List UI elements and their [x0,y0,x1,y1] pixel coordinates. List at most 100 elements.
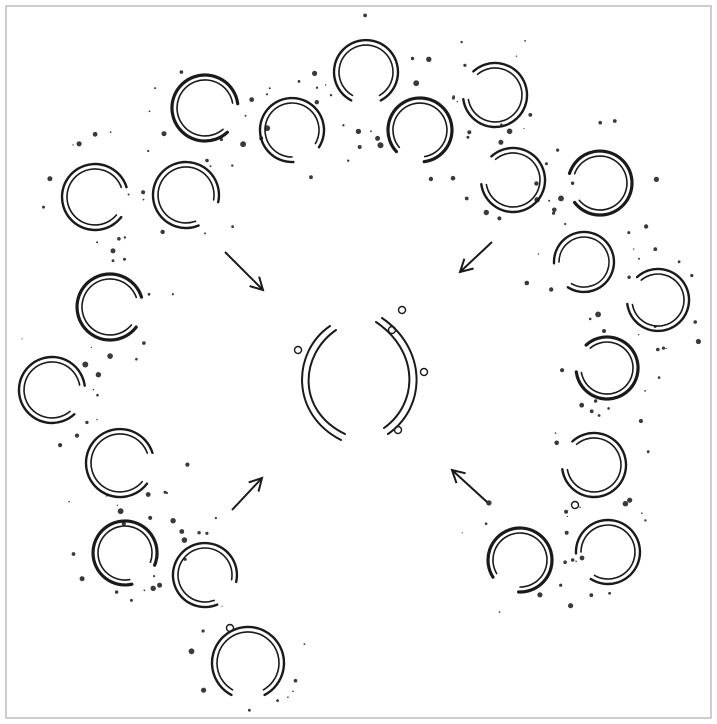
inward-arrow-icon [460,242,492,272]
speckle-dot [564,510,568,514]
speckle-dot [426,57,431,62]
broken-ring-icon [212,627,284,695]
speckle-dot [693,320,697,324]
speckle-dot [205,159,209,163]
speckle-dot [107,353,113,359]
broken-ring-icon [19,357,85,423]
speckle-dot [112,259,115,262]
speckle-dot [22,338,23,339]
speckle-dot [462,532,463,533]
speckle-dot [143,199,145,201]
speckle-dot [607,407,610,410]
speckle-dot [627,231,630,234]
speckle-dot [589,318,592,321]
speckle-dot [294,679,298,683]
speckle-dot [411,57,414,60]
broken-ring-icon [93,521,157,585]
speckle-dot [579,507,581,509]
speckle-dot [565,531,569,535]
speckle-dot [72,144,73,145]
speckle-dot [363,14,367,18]
broken-ring-icon [86,429,152,497]
speckle-dot [204,232,206,234]
speckle-dot [413,80,419,86]
speckle-dot [534,181,538,185]
speckle-dot [153,575,155,577]
speckle-dot [654,177,659,182]
speckle-dot [245,115,247,117]
speckle-dot [378,142,384,148]
speckle-dot [623,501,629,507]
speckle-dot [128,194,130,196]
speckle-dot [292,691,294,693]
speckle-dot [96,394,99,397]
speckle-dot [638,258,640,260]
small-open-circle [399,307,406,314]
speckle-dot [157,583,162,588]
speckle-dot [666,348,667,349]
speckle-dot [485,522,488,525]
speckle-dot [507,129,513,135]
speckle-dot [240,141,246,147]
speckle-dot [498,140,503,145]
speckle-dot [451,176,456,181]
speckle-dot [545,162,548,165]
speckle-dot [460,41,462,43]
speckle-dot [249,97,254,102]
arrow-group [225,242,492,510]
speckle-dot [111,248,116,253]
speckle-dot [356,129,361,134]
broken-ring-icon [260,98,324,162]
speckle-dot [595,312,601,318]
speckle-dot [347,160,349,162]
left-bracket-arc [302,326,345,440]
speckle-dot [118,508,124,514]
broken-ring-icon [627,269,689,331]
speckle-dot [571,182,574,185]
speckle-dot [555,432,557,434]
broken-ring-icon [334,40,398,100]
speckle-dot [525,281,530,286]
speckle-dot [68,501,70,503]
speckle-dot [524,40,526,42]
speckle-dot [316,87,318,89]
small-open-circle [572,502,579,509]
inward-arrow-icon [225,252,263,290]
speckle-dot [276,699,279,702]
speckle-dot [91,347,92,348]
speckle-dot [633,248,634,249]
diagram-frame [6,6,711,718]
broken-ring-icon [388,98,452,162]
speckle-dot [269,87,271,89]
speckle-dot [696,339,701,344]
speckle-dot [96,419,97,420]
speckle-dot [330,94,332,96]
speckle-dot [559,584,562,587]
speckle-dot [82,362,88,368]
speckle-dot [568,603,573,608]
speckle-dot [644,390,646,392]
small-open-circle [295,347,302,354]
speckle-dot [560,368,564,372]
speckle-dot [548,200,550,202]
speckle-dot [375,136,380,141]
speckle-dot [580,556,585,561]
speckle-dot [205,532,208,535]
speckle-dot [608,592,611,595]
speckle-dot [117,505,118,506]
speckle-dot [556,149,559,152]
speckle-dot [182,537,188,543]
speckle-dot [77,141,82,146]
speckle-dot [579,403,584,408]
speckle-dot [160,230,164,234]
speckle-dot [266,93,268,95]
speckle-dot [552,208,557,213]
speckle-dot [590,409,594,413]
central-bracket-pair [302,318,417,440]
speckle-dot [564,223,566,225]
speckle-dot [678,260,681,263]
broken-ring-icon [576,520,640,584]
inward-arrow-icon [452,470,487,502]
